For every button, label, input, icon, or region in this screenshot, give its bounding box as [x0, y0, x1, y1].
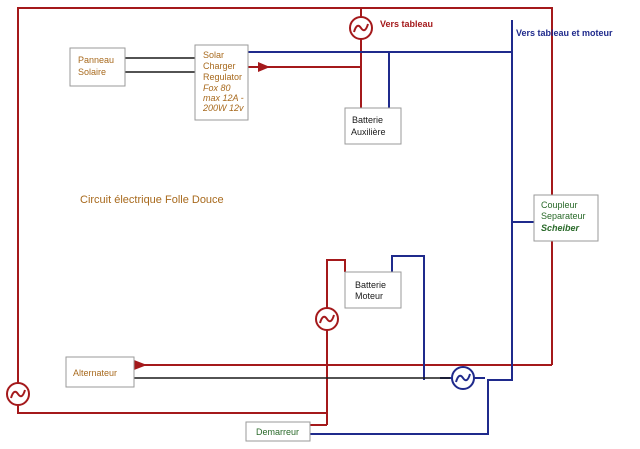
diagram-title: Circuit électrique Folle Douce: [80, 194, 224, 206]
batterie-aux-line-1: Batterie: [352, 115, 383, 125]
fuse-top-icon: [349, 16, 373, 40]
arrow-alternateur-output: [134, 360, 147, 370]
regulator-box: Solar Charger Regulator Fox 80 max 12A -…: [194, 44, 249, 121]
panneau-line-2: Solaire: [78, 67, 106, 77]
regulator-line-1: Solar: [203, 50, 224, 60]
coupleur-line-2: Separateur: [541, 211, 586, 221]
red-wire-batterie-moteur: [326, 259, 346, 413]
demarreur-box: Demarreur: [245, 421, 311, 442]
batterie-moteur-line-2: Moteur: [355, 291, 383, 301]
regulator-line-4: Fox 80: [203, 83, 231, 93]
regulator-line-6: 200W 12v: [202, 103, 244, 113]
batterie-aux-line-2: Auxilière: [351, 127, 386, 137]
panneau-solaire-box: Panneau Solaire: [69, 47, 126, 87]
coupleur-line-3: Scheiber: [541, 223, 580, 233]
batterie-moteur-line-1: Batterie: [355, 280, 386, 290]
vers-tableau-label: Vers tableau: [380, 19, 433, 29]
fuse-left-icon: [6, 382, 30, 406]
outer-red-loop: [17, 7, 553, 414]
batterie-auxiliere-box: Batterie Auxilière: [344, 107, 402, 145]
demarreur-label: Demarreur: [256, 427, 299, 437]
regulator-line-5: max 12A -: [203, 93, 244, 103]
panneau-line-1: Panneau: [78, 55, 114, 65]
regulator-line-3: Regulator: [203, 72, 242, 82]
fuse-batterie-moteur-icon: [315, 307, 339, 331]
black-wires: [125, 57, 450, 379]
arrow-regulator-output: [258, 62, 270, 72]
blue-wires: [248, 20, 534, 435]
coupleur-line-1: Coupleur: [541, 200, 578, 210]
blue-batterie-moteur: [391, 255, 425, 380]
alternateur-label: Alternateur: [73, 368, 117, 378]
fuse-blue-icon: [451, 366, 475, 390]
coupleur-separateur-box: Coupleur Separateur Scheiber: [533, 194, 599, 242]
vers-tableau-moteur-label: Vers tableau et moteur: [516, 28, 613, 38]
alternateur-box: Alternateur: [65, 356, 135, 388]
regulator-line-2: Charger: [203, 61, 236, 71]
blue-right-loop: [310, 358, 513, 435]
batterie-moteur-box: Batterie Moteur: [344, 271, 402, 309]
